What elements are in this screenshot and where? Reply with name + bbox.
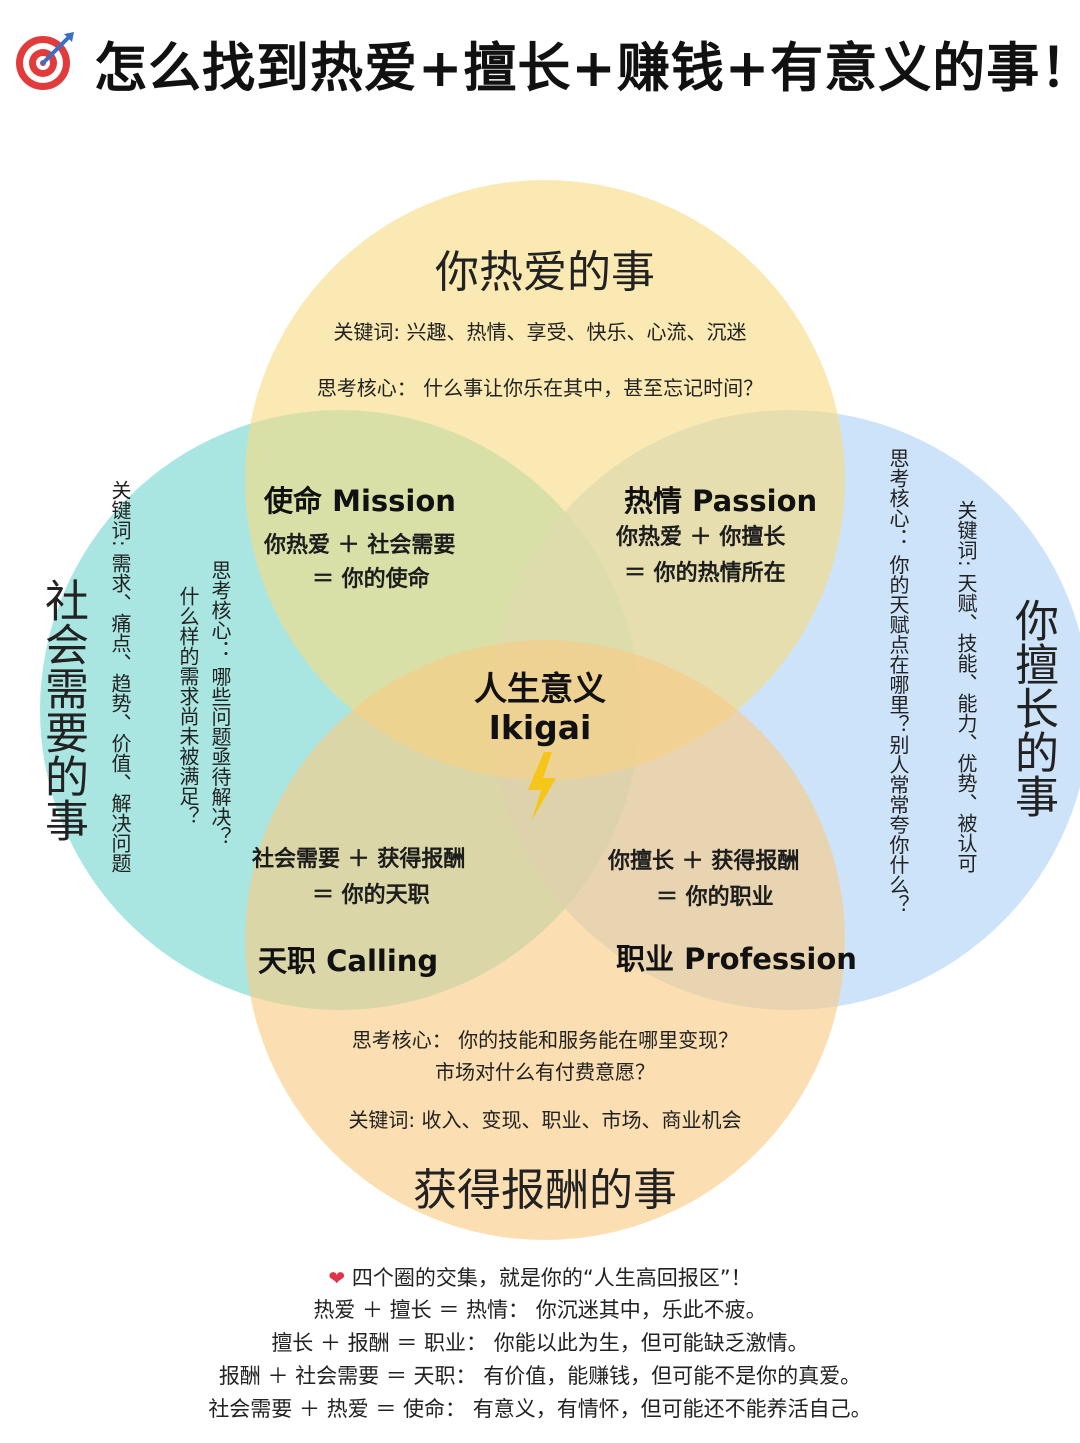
world-needs-circle-title: 社会需要的事 [37, 578, 88, 842]
passion-title: 热情 Passion [624, 484, 818, 518]
good-at-circle-title: 你擅长的事 [1007, 598, 1058, 818]
world-needs-keywords: 关键词: 需求、痛点、趋势、价值、解决问题 [108, 480, 132, 874]
love-thinking: 思考核心： 什么事让你乐在其中，甚至忘记时间？ [316, 376, 764, 400]
calling-line2: ＝ 你的天职 [312, 883, 430, 908]
paid-keywords: 关键词: 收入、变现、职业、市场、商业机会 [348, 1108, 742, 1132]
circle-love [245, 180, 845, 780]
target-dart-icon [16, 32, 74, 90]
profession-title: 职业 Profession [616, 942, 857, 976]
center-subtitle: Ikigai [488, 708, 592, 747]
world-needs-thinking-2: 什么样的需求尚未被满足？ [176, 586, 200, 826]
bottom-note-1-text: 四个圈的交集，就是你的“人生高回报区”！ [351, 1266, 752, 1290]
mission-line1: 你热爱 ＋ 社会需要 [264, 533, 456, 558]
world-needs-thinking-1: 思考核心： 哪些问题亟待解决？ [208, 560, 232, 847]
love-keywords: 关键词: 兴趣、热情、享受、快乐、心流、沉迷 [333, 320, 747, 344]
profession-line2: ＝ 你的职业 [656, 885, 774, 910]
title-bar: 怎么找到热爱+擅长+赚钱+有意义的事！ [14, 22, 1080, 102]
bottom-note-5: 社会需要 ＋ 热爱 ＝ 使命： 有意义，有情怀，但可能还不能养活自己。 [208, 1397, 872, 1421]
heart-icon: ❤ [328, 1266, 346, 1290]
calling-line1: 社会需要 ＋ 获得报酬 [252, 847, 466, 872]
profession-line1: 你擅长 ＋ 获得报酬 [608, 849, 800, 874]
paid-thinking-2: 市场对什么有付费意愿？ [435, 1060, 655, 1084]
paid-thinking-1: 思考核心： 你的技能和服务能在哪里变现？ [351, 1028, 739, 1052]
mission-title: 使命 Mission [264, 484, 456, 518]
bottom-note-2: 热爱 ＋ 擅长 ＝ 热情： 你沉迷其中，乐此不疲。 [313, 1298, 767, 1322]
passion-line1: 你热爱 ＋ 你擅长 [616, 525, 786, 550]
bottom-note-1: ❤ 四个圈的交集，就是你的“人生高回报区”！ [0, 1262, 1080, 1292]
bottom-note-3: 擅长 ＋ 报酬 ＝ 职业： 你能以此为生，但可能缺乏激情。 [271, 1331, 809, 1355]
good-at-thinking: 思考核心： 你的天赋点在哪里？别人常常夸你什么？ [886, 448, 910, 915]
paid-circle-title: 获得报酬的事 [413, 1165, 677, 1216]
lightning-bolt-icon [528, 752, 556, 820]
good-at-keywords: 关键词: 天赋、技能、能力、优势、被认可 [954, 500, 978, 874]
center-title: 人生意义 [474, 669, 606, 708]
circle-paid [245, 640, 845, 1240]
mission-line2: ＝ 你的使命 [312, 567, 430, 592]
page-title: 怎么找到热爱+擅长+赚钱+有意义的事！ [94, 38, 1080, 99]
passion-line2: ＝ 你的热情所在 [624, 561, 786, 586]
bottom-note-4: 报酬 ＋ 社会需要 ＝ 天职： 有价值，能赚钱，但可能不是你的真爱。 [218, 1364, 862, 1388]
love-circle-title: 你热爱的事 [435, 247, 655, 298]
calling-title: 天职 Calling [258, 944, 439, 978]
